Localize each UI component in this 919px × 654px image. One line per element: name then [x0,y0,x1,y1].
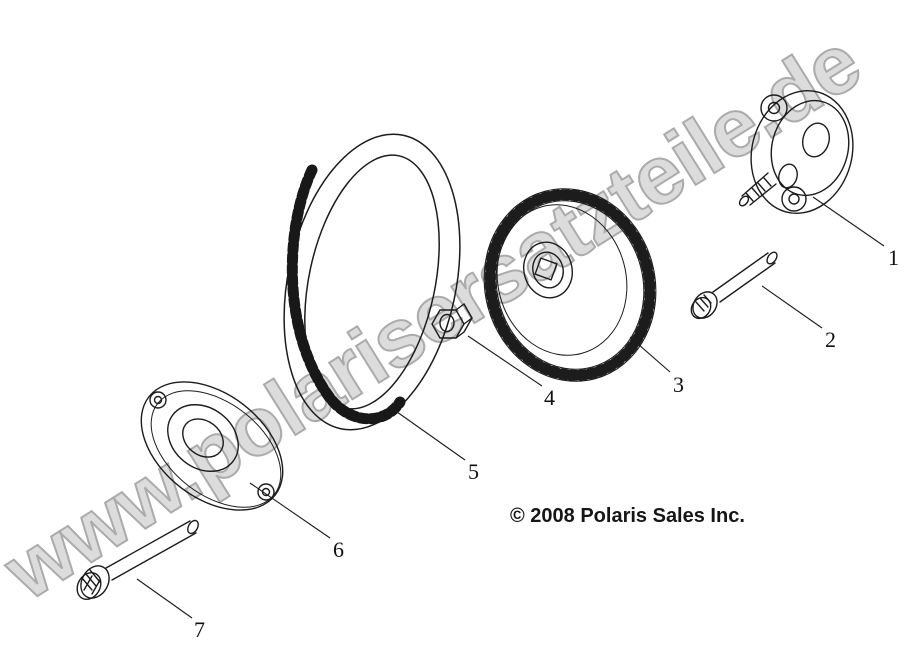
leader-3 [629,336,671,373]
pump-mounting-bolt-drawing [690,251,778,320]
leader-4 [467,335,543,387]
cover-plate-drawing [140,381,284,511]
callout-4: 4 [544,385,555,410]
oil-pump-assembly-drawing [738,90,854,214]
leader-2 [761,285,823,329]
callout-numbers: 1 2 3 4 5 6 7 [194,245,899,642]
callout-3: 3 [673,372,684,397]
watermark: www.polarisersatzteile.de [0,16,876,619]
leader-7 [136,578,193,619]
callout-5: 5 [468,459,479,484]
gear-nut-drawing [431,303,473,339]
drive-chain-drawing [283,133,461,431]
callout-2: 2 [825,327,836,352]
copyright-text: © 2008 Polaris Sales Inc. [510,505,745,527]
leader-1 [812,196,885,247]
cover-bolt-drawing [76,519,199,601]
callout-leader-lines [136,196,885,619]
leader-5 [389,406,466,461]
leader-6 [249,482,331,539]
callout-7: 7 [194,617,205,642]
callout-1: 1 [888,245,899,270]
diagram-line-art [76,90,854,601]
watermark-text: www.polarisersatzteile.de [0,17,875,618]
oil-pump-gear-drawing [483,188,657,382]
callout-6: 6 [333,537,344,562]
